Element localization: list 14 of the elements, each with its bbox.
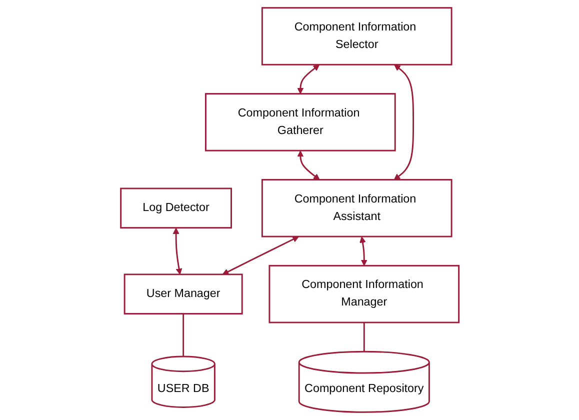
- arrow: [172, 228, 182, 275]
- connector: [182, 314, 184, 357]
- arrow: [394, 64, 414, 180]
- arrow: [296, 64, 320, 94]
- arrow: [296, 150, 320, 180]
- node-box: Component Information Manager: [268, 264, 460, 324]
- node-box: Component Information Gatherer: [204, 93, 396, 152]
- node-box: Component Information Selector: [261, 7, 452, 66]
- node-box: Component Information Assistant: [261, 179, 452, 238]
- node-box: User Manager: [124, 274, 242, 314]
- arrow: [222, 236, 299, 275]
- node-box: Log Detector: [120, 188, 232, 229]
- connector: [363, 322, 365, 352]
- arrow: [359, 236, 368, 266]
